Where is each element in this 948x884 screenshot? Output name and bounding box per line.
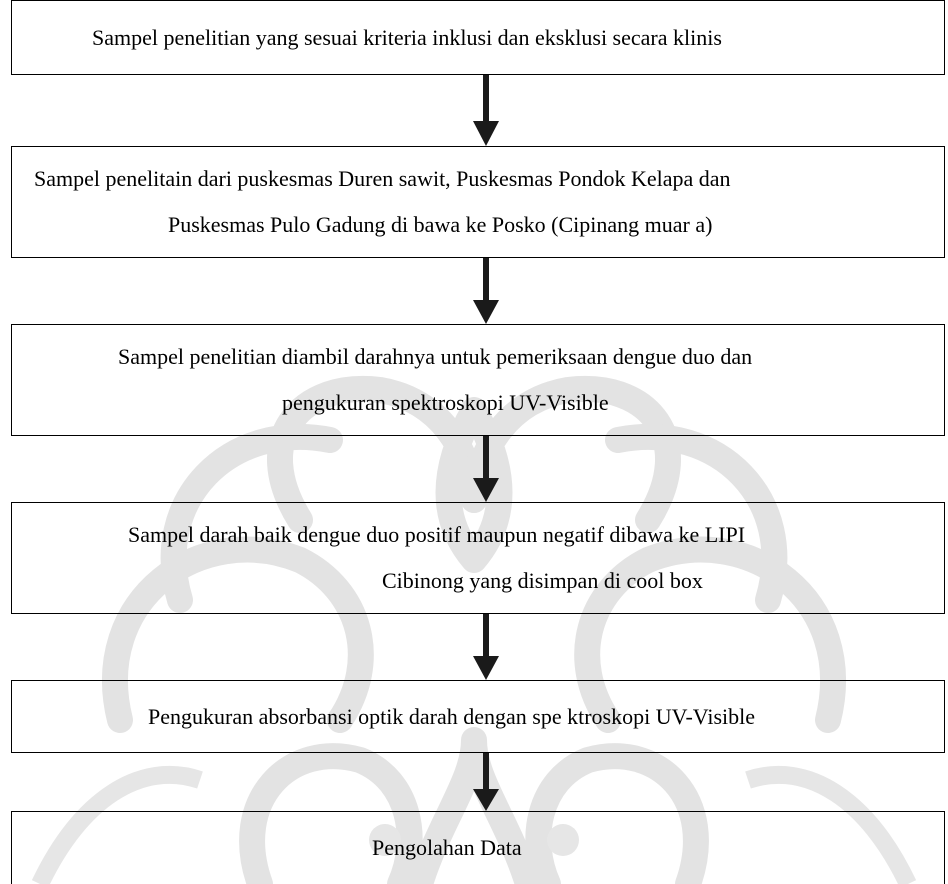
step-5-line-1: Pengukuran absorbansi optik darah dengan… xyxy=(148,703,756,729)
step-5-box: Pengukuran absorbansi optik darah dengan… xyxy=(11,680,945,753)
step-3-line-2: pengukuran spektroskopi UV-Visible xyxy=(282,390,609,415)
arrow-down-5 xyxy=(473,753,499,811)
step-3-box: Sampel penelitian diambil darahnya untuk… xyxy=(11,324,945,436)
step-2-line-1: Sampel penelitain dari puskesmas Duren s… xyxy=(34,166,731,191)
step-3-line-1: Sampel penelitian diambil darahnya untuk… xyxy=(118,344,753,369)
arrow-down-4 xyxy=(473,614,499,680)
step-4-line-1: Sampel darah baik dengue duo positif mau… xyxy=(128,522,746,547)
arrow-down-1 xyxy=(473,75,499,146)
step-4-box: Sampel darah baik dengue duo positif mau… xyxy=(11,502,945,614)
step-6-line-1: Pengolahan Data xyxy=(372,835,522,860)
step-2-box: Sampel penelitain dari puskesmas Duren s… xyxy=(11,146,945,258)
step-1-line-1: Sampel penelitian yang sesuai kriteria i… xyxy=(92,24,722,50)
step-4-line-2: Cibinong yang disimpan di cool box xyxy=(382,568,703,593)
arrow-down-2 xyxy=(473,258,499,324)
step-2-line-2: Puskesmas Pulo Gadung di bawa ke Posko (… xyxy=(168,212,713,237)
step-1-box: Sampel penelitian yang sesuai kriteria i… xyxy=(11,0,945,75)
arrow-down-3 xyxy=(473,436,499,502)
step-6-box: Pengolahan Data xyxy=(11,811,945,884)
